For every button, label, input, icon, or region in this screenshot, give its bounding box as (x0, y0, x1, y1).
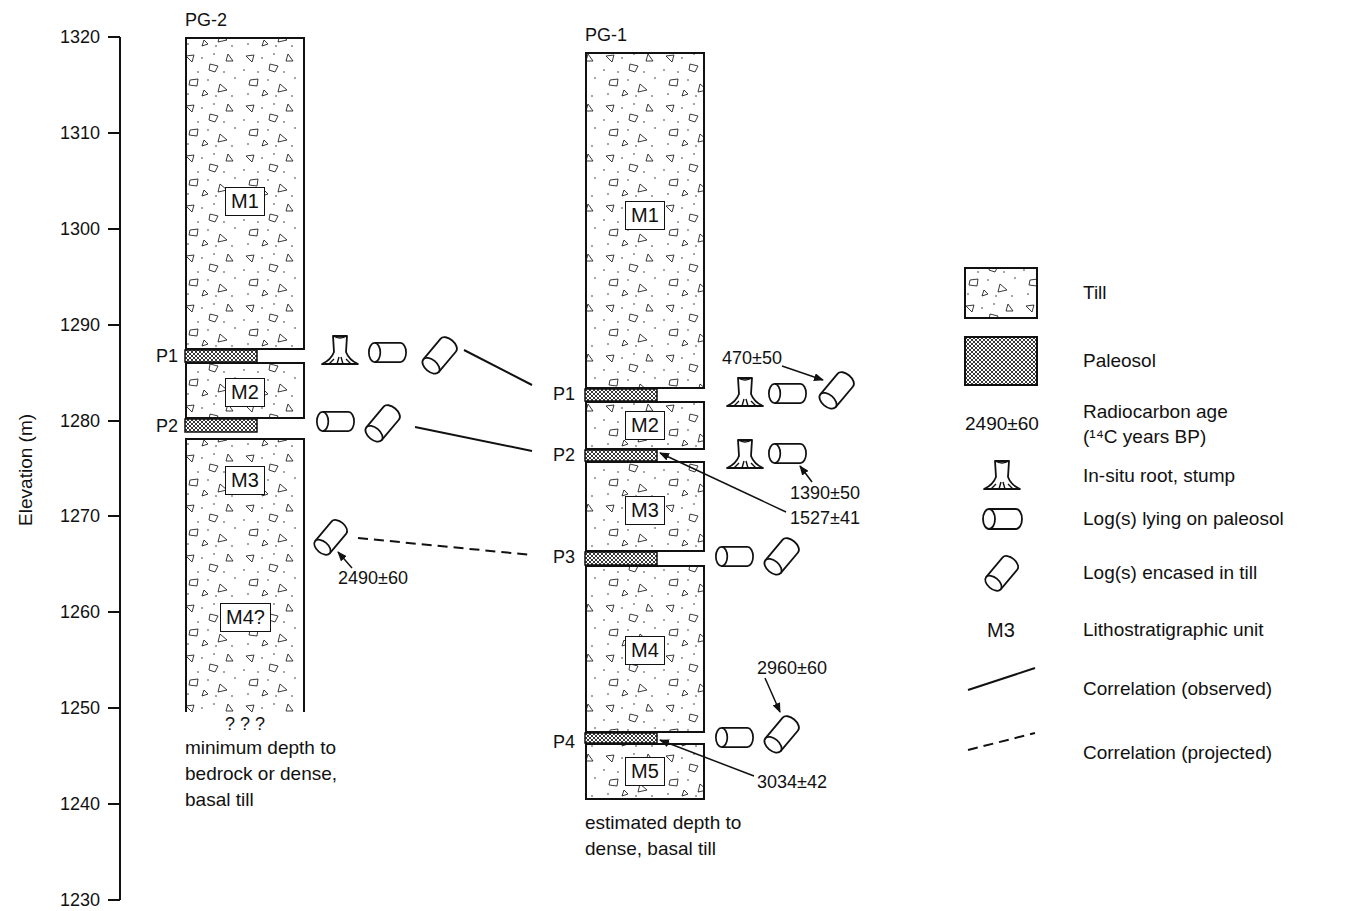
unit-label: M1 (225, 187, 265, 216)
tick-label: 1290 (60, 315, 100, 336)
annotation: M3 (987, 619, 1015, 642)
annotation: 2960±60 (757, 658, 827, 679)
till-unit: M4? (185, 545, 305, 712)
annotation: P2 (156, 416, 178, 437)
annotation: 1390±50 (790, 483, 860, 504)
tick-label: 1260 (60, 602, 100, 623)
axis-title: Elevation (m) (15, 414, 37, 526)
legend-text: Till (1083, 282, 1107, 304)
legend-text: Lithostratigraphic unit (1083, 619, 1264, 641)
till-fill (185, 37, 705, 800)
unit-label: M3 (225, 466, 265, 495)
annotation: 2490±60 (338, 568, 408, 589)
unit-label: M2 (625, 411, 665, 440)
annotation: minimum depth to bedrock or dense, basal… (185, 735, 380, 813)
elevation-axis (108, 37, 120, 900)
tick-label: 1270 (60, 506, 100, 527)
legend-text: Paleosol (1083, 350, 1156, 372)
unit-label: M4 (625, 636, 665, 665)
tick-label: 1250 (60, 698, 100, 719)
annotation: P1 (156, 346, 178, 367)
column-title: PG-1 (585, 25, 627, 46)
tick-label: 1320 (60, 27, 100, 48)
legend-samples (965, 268, 1037, 750)
tick-label: 1300 (60, 219, 100, 240)
leader-line (338, 366, 823, 776)
tick-label: 1230 (60, 890, 100, 911)
annotation: estimated depth to dense, basal till (585, 810, 780, 862)
unit-label: M3 (625, 496, 665, 525)
till-unit: M5 (585, 743, 705, 800)
unit-label: M4? (220, 603, 271, 632)
legend-text: Log(s) lying on paleosol (1083, 508, 1284, 530)
unit-label: M2 (225, 378, 265, 407)
section-column: PG-1M1M2M3M4M5 (585, 52, 705, 800)
tick-label: 1310 (60, 123, 100, 144)
annotation: P1 (553, 384, 575, 405)
till-unit: M1 (585, 52, 705, 389)
annotation: P2 (553, 445, 575, 466)
till-unit: M4 (585, 565, 705, 733)
section-column: PG-2M1M2M3M4? (185, 37, 305, 712)
annotation: 470±50 (722, 348, 782, 369)
annotation: ? ? ? (225, 714, 265, 735)
till-unit: M2 (185, 362, 305, 419)
till-unit: M3 (585, 461, 705, 552)
unit-label: M5 (625, 757, 665, 786)
tick-label: 1240 (60, 794, 100, 815)
annotation: 2490±60 (965, 413, 1039, 435)
till-unit: M1 (185, 37, 305, 350)
column-title: PG-2 (185, 10, 227, 31)
annotation: P4 (553, 732, 575, 753)
log-symbols (311, 334, 856, 756)
annotation: 1527±41 (790, 508, 860, 529)
tick-label: 1280 (60, 411, 100, 432)
legend-text: In-situ root, stump (1083, 465, 1235, 487)
unit-label: M1 (625, 201, 665, 230)
legend-text: Log(s) encased in till (1083, 562, 1257, 584)
correlation-line (358, 350, 532, 555)
annotation: 3034±42 (757, 772, 827, 793)
legend-text: Correlation (observed) (1083, 678, 1272, 700)
till-unit: M2 (585, 401, 705, 450)
annotation: P3 (553, 547, 575, 568)
legend-text: Radiocarbon age (¹⁴C years BP) (1083, 399, 1258, 449)
legend-text: Correlation (projected) (1083, 742, 1272, 764)
till-unit: M3 (185, 438, 305, 545)
